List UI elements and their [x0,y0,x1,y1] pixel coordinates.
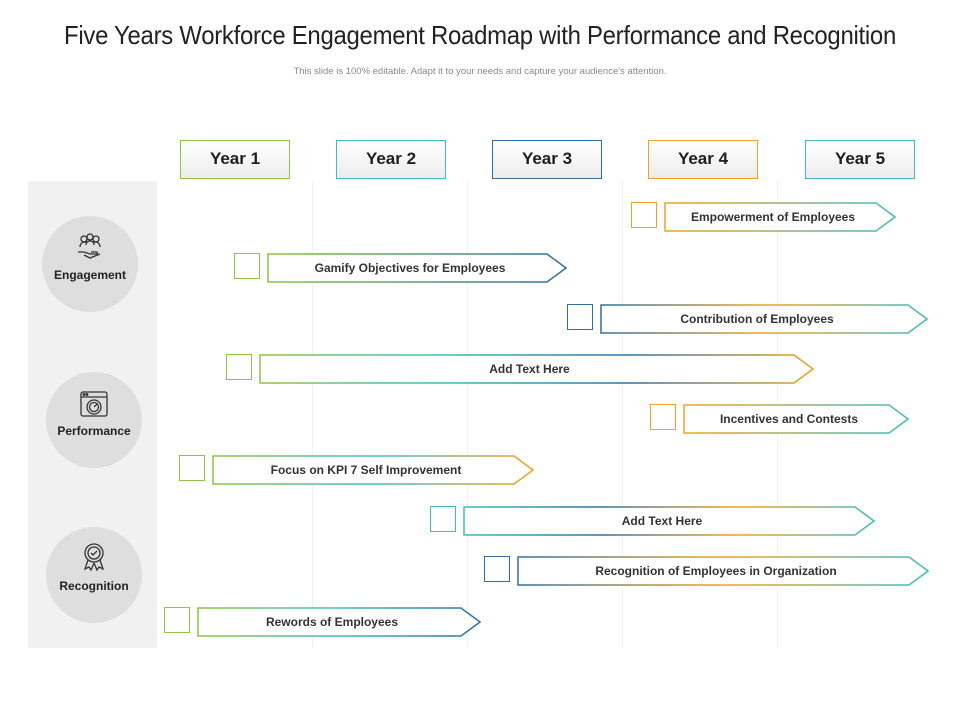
task-arrow: Rewords of Employees [197,607,481,637]
task-square [234,253,260,279]
slide-title: Five Years Workforce Engagement Roadmap … [64,20,896,50]
task-label: Add Text Here [489,362,570,376]
category-label: Performance [57,424,131,438]
speedometer-icon [80,391,108,417]
grid-line [312,181,313,648]
task-label: Gamify Objectives for Employees [314,261,506,275]
task-arrow: Recognition of Employees in Organization [517,556,929,586]
category-label: Engagement [53,268,126,282]
arrow-shape [197,607,481,637]
task-arrow: Incentives and Contests [683,404,909,434]
year-header-3: Year 3 [492,140,602,179]
task-arrow: Add Text Here [259,354,814,384]
task-square [179,455,205,481]
task-arrow: Empowerment of Employees [664,202,896,232]
slide-subtitle: This slide is 100% editable. Adapt it to… [293,66,667,77]
category-label: Recognition [59,579,129,593]
task-square [650,404,676,430]
year-header-5: Year 5 [805,140,915,179]
grid-line [467,181,468,648]
category-engagement: Engagement [42,216,138,312]
arrow-shape [517,556,929,586]
task-label: Recognition of Employees in Organization [595,564,837,578]
task-label: Empowerment of Employees [690,210,856,224]
team-hand-icon [78,233,101,259]
task-square [164,607,190,633]
task-arrow: Add Text Here [463,506,875,536]
category-recognition: Recognition [46,527,142,623]
year-header-1: Year 1 [180,140,290,179]
task-label: Rewords of Employees [265,615,399,629]
grid-line [622,181,623,648]
arrow-shape [664,202,896,232]
year-header-2: Year 2 [336,140,446,179]
task-square [226,354,252,380]
arrow-shape [212,455,534,485]
arrow-shape [600,304,928,334]
task-square [567,304,593,330]
task-arrow: Contribution of Employees [600,304,928,334]
task-label: Add Text Here [621,514,703,528]
task-arrow: Gamify Objectives for Employees [267,253,567,283]
arrow-shape [259,354,814,384]
task-square [430,506,456,532]
task-label: Contribution of Employees [680,312,834,326]
arrow-shape [267,253,567,283]
arrow-shape [683,404,909,434]
award-ribbon-icon [83,543,105,572]
task-arrow: Focus on KPI 7 Self Improvement [212,455,534,485]
task-label: Incentives and Contests [719,412,859,426]
task-square [631,202,657,228]
year-header-4: Year 4 [648,140,758,179]
arrow-shape [463,506,875,536]
category-performance: Performance [46,372,142,468]
task-square [484,556,510,582]
task-label: Focus on KPI 7 Self Improvement [270,463,462,477]
